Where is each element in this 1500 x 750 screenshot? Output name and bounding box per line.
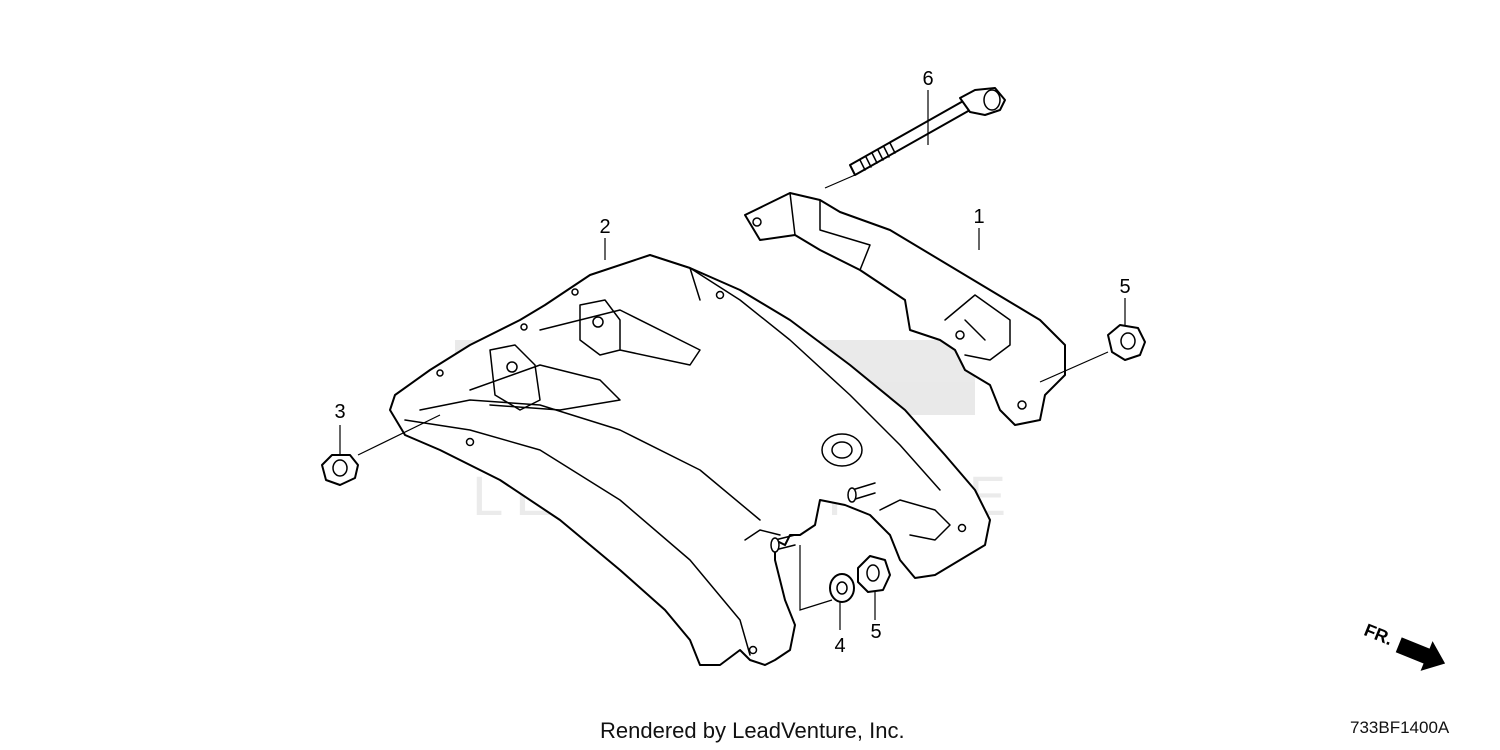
part-5-nut-lower[interactable]	[857, 555, 891, 593]
leader-lines	[339, 90, 1126, 630]
callout-labels: 6 1 2 5 3 4 5	[334, 68, 1130, 657]
callout-6: 6	[922, 68, 933, 90]
part-4-washer[interactable]	[829, 573, 855, 603]
callout-5-upper: 5	[1119, 276, 1130, 298]
diagram-code: 733BF1400A	[1350, 718, 1450, 737]
front-direction-indicator: FR.	[1361, 620, 1446, 671]
callout-3: 3	[334, 401, 345, 423]
render-credit: Rendered by LeadVenture, Inc.	[600, 718, 905, 743]
part-3-nut[interactable]	[321, 454, 359, 486]
part-2-rear-fender[interactable]	[389, 254, 991, 666]
arrow-right-icon	[1395, 637, 1446, 671]
callout-1: 1	[973, 206, 984, 228]
part-6-bolt[interactable]	[849, 87, 1006, 176]
callout-2: 2	[599, 216, 610, 238]
part-1-bracket[interactable]	[744, 192, 1066, 426]
callout-5-lower: 5	[870, 621, 881, 643]
direction-label: FR.	[1361, 620, 1395, 649]
part-5-nut-upper[interactable]	[1107, 324, 1146, 361]
callout-4: 4	[834, 635, 845, 657]
